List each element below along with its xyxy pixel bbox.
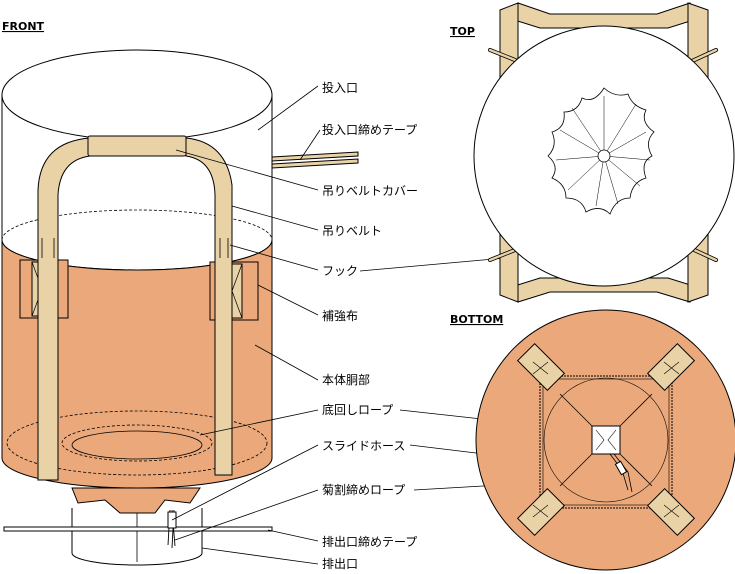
discharge-spout [71, 508, 203, 566]
top-view-label: TOP [450, 25, 475, 38]
top-view: TOP [450, 2, 735, 303]
bottom-view-label: BOTTOM [450, 313, 503, 326]
label-belt-cover: 吊りベルトカバー [322, 184, 418, 198]
label-slide-hose: スライドホース [322, 439, 405, 453]
label-hook: フック [322, 264, 358, 278]
front-view-label: FRONT [2, 20, 45, 33]
outlet-tie-tape [3, 526, 273, 532]
label-inlet: 投入口 [322, 80, 358, 95]
main-body [1, 239, 273, 489]
label-chrysanthemum-rope: 菊割締めロープ [322, 482, 405, 497]
label-outlet: 排出口 [322, 557, 358, 571]
bottom-view: BOTTOM [450, 309, 735, 571]
front-view: FRONT [1, 20, 359, 566]
belt-cover [87, 135, 187, 157]
inlet-opening [1, 49, 273, 141]
label-body: 本体胴部 [322, 372, 370, 387]
label-bottom-rope: 底回しロープ [322, 402, 393, 417]
label-lifting-belt: 吊りベルト [322, 224, 382, 238]
label-outlet-tie-tape: 排出口締めテープ [322, 534, 417, 549]
bottom-rope [61, 424, 213, 462]
inlet-tie-tape [271, 151, 359, 162]
bottom-rope-frame [539, 375, 673, 509]
label-reinforcement: 補強布 [322, 309, 358, 323]
bottom-petals [71, 487, 201, 514]
callout-labels: 投入口 投入口締めテープ 吊りベルトカバー 吊りベルト フック 補強布 本体胴部… [322, 80, 418, 571]
label-inlet-tie-tape: 投入口締めテープ [322, 122, 417, 137]
